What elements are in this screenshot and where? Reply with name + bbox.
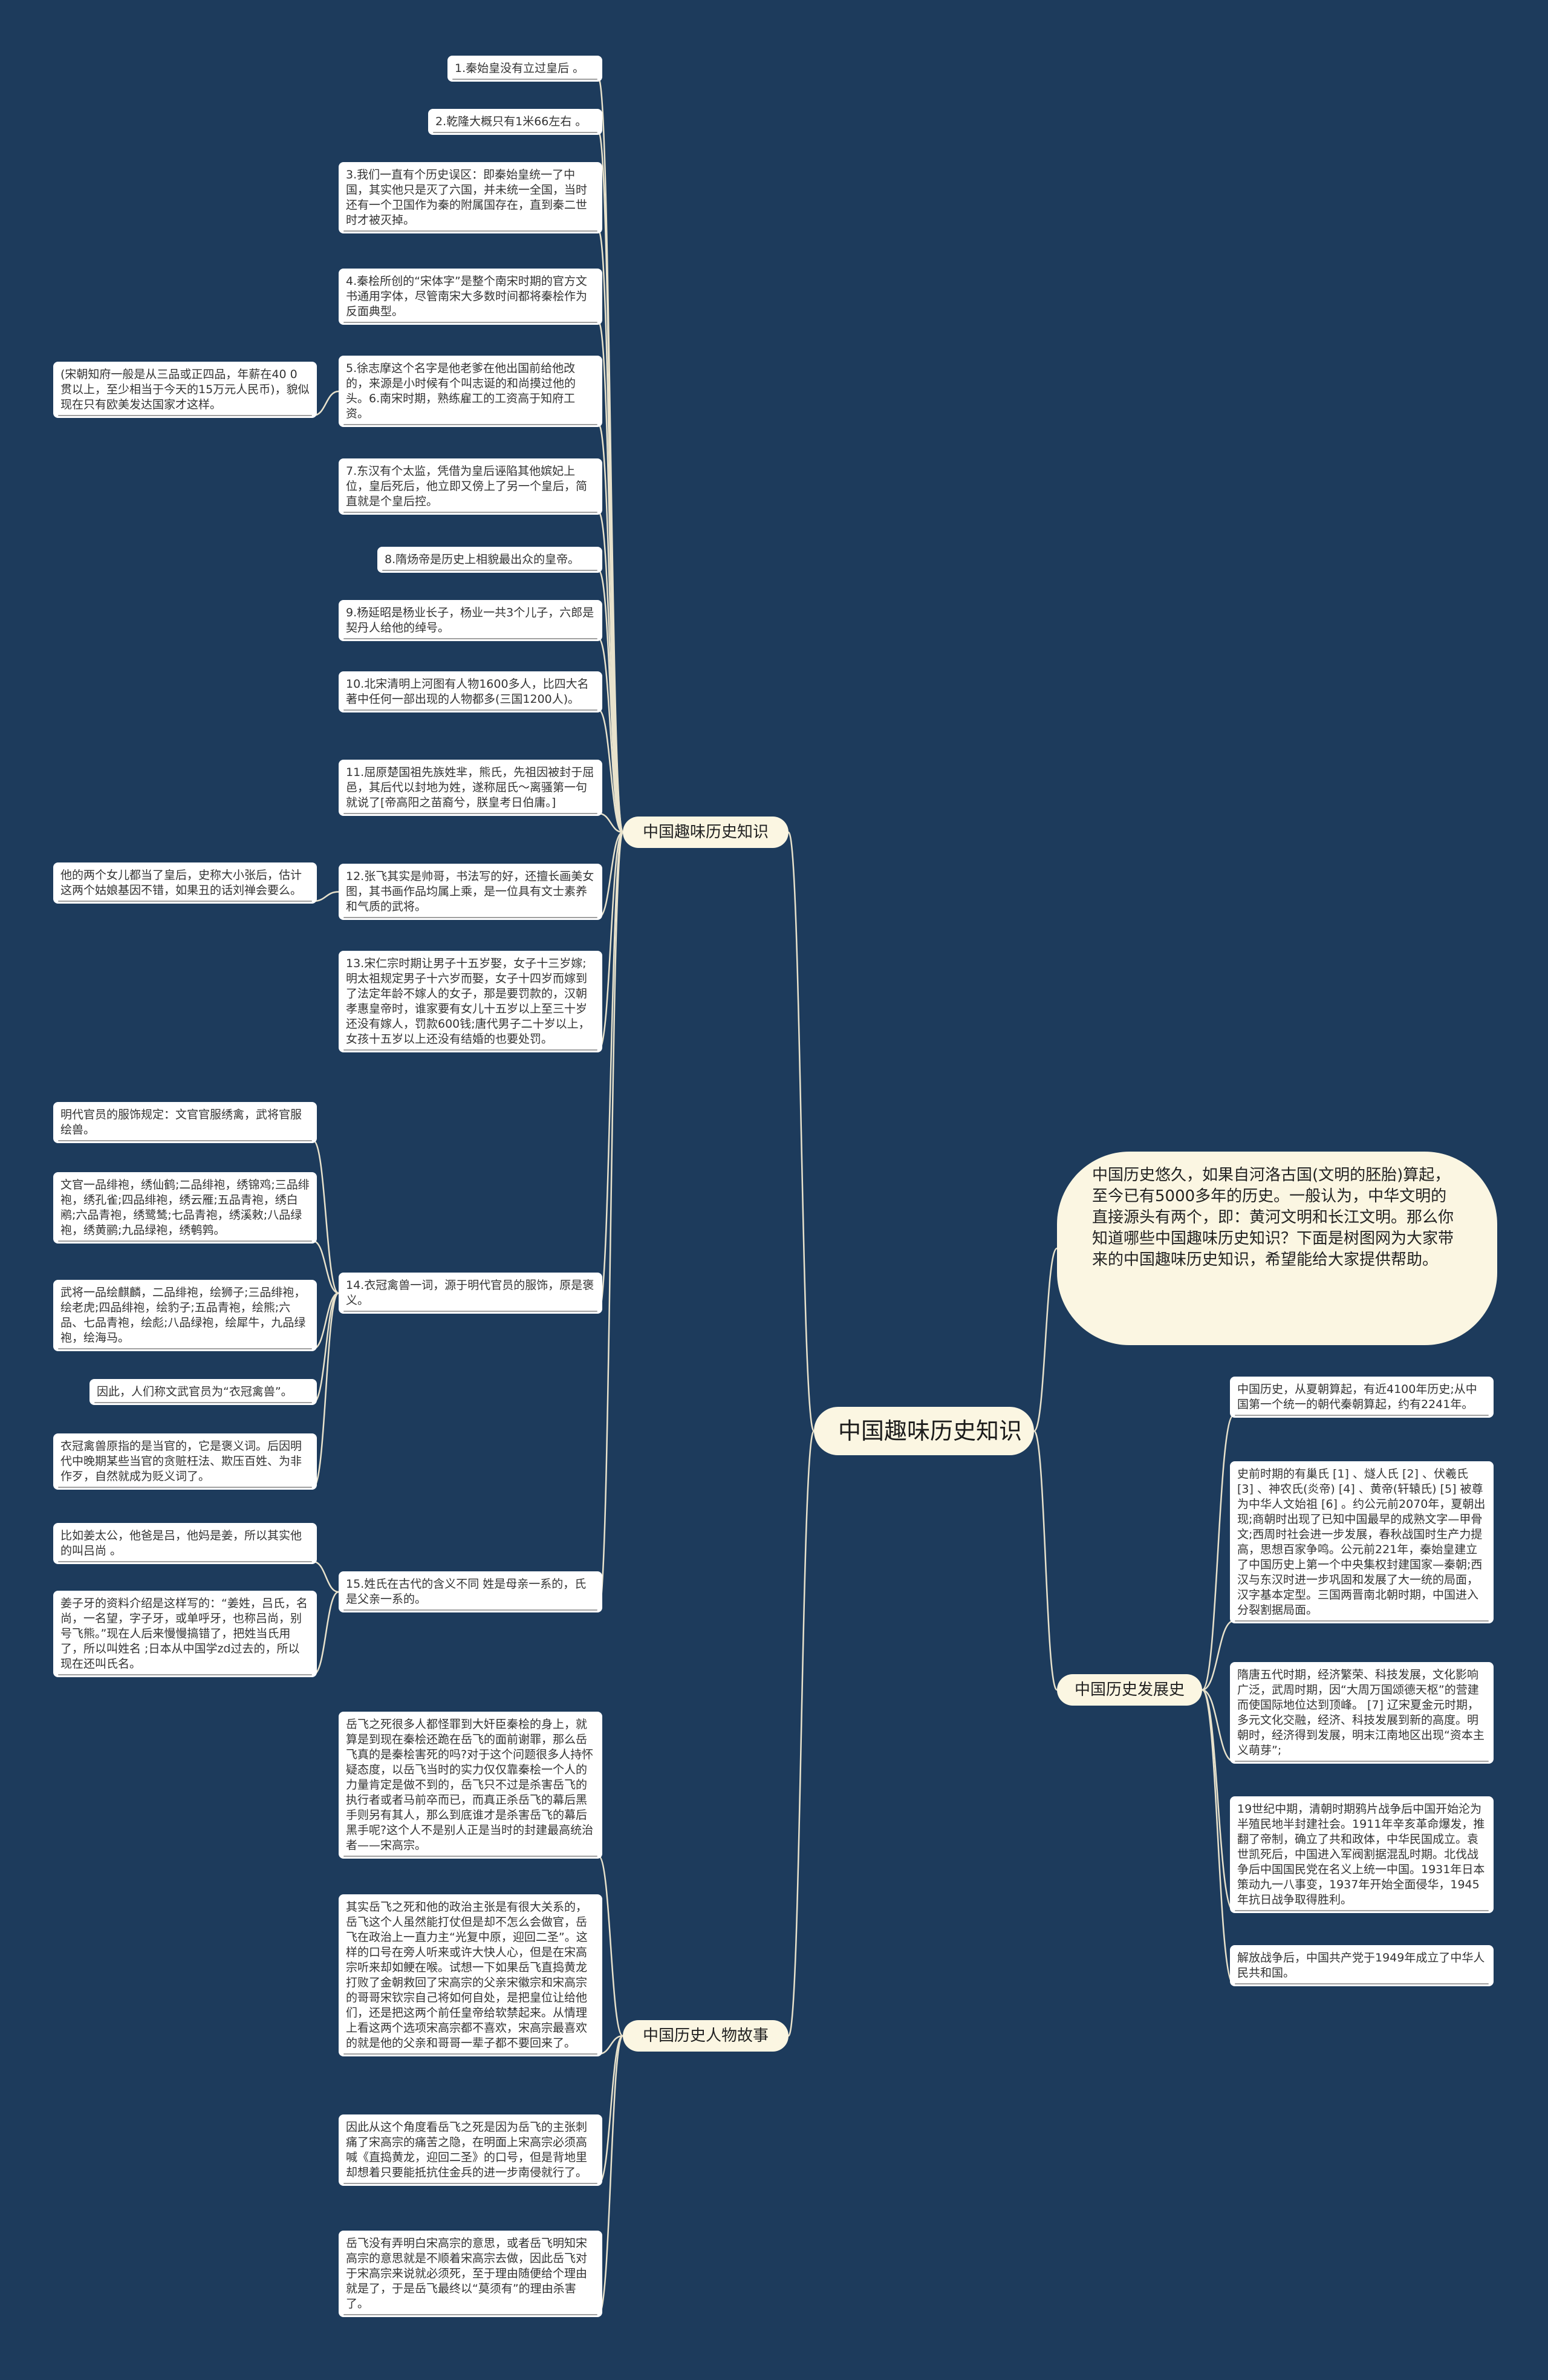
- trivia-item-1[interactable]: 1.秦始皇没有立过皇后 。: [447, 56, 602, 82]
- trivia-item-15[interactable]: 15.姓氏在古代的含义不同 姓是母亲一系的，氏是父亲一系的。: [339, 1571, 602, 1612]
- development-item-3[interactable]: 隋唐五代时期，经济繁荣、科技发展，文化影响广泛，武周时期，因“大周万国颂德天枢”…: [1230, 1662, 1494, 1764]
- development-item-4[interactable]: 19世纪中期，清朝时期鸦片战争后中国开始沦为半殖民地半封建社会。1911年辛亥革…: [1230, 1796, 1494, 1913]
- note14-connector-5: [312, 1292, 340, 1488]
- story-connector-3: [598, 2035, 623, 2185]
- trivia-item-3[interactable]: 3.我们一直有个历史误区：即秦始皇统一了中国，其实他只是灭了六国，并未统一全国，…: [339, 162, 602, 233]
- branch-development[interactable]: 中国历史发展史: [1057, 1674, 1202, 1706]
- trivia-item-14[interactable]: 14.衣冠禽兽一词，源于明代官员的服饰，原是褒义。: [339, 1273, 602, 1314]
- story-connector-4: [597, 2035, 624, 2316]
- development-connector-2: [1202, 1620, 1234, 1691]
- branch-stories[interactable]: 中国历史人物故事: [623, 2020, 789, 2052]
- trivia-item-9[interactable]: 9.杨延昭是杨业长子，杨业一共3个儿子，六郎是契丹人给他的绰号。: [339, 600, 602, 641]
- trivia-item-12[interactable]: 12.张飞其实是帅哥，书法写的好，还擅长画美女图，其书画作品均属上乘，是一位具有…: [339, 864, 602, 920]
- development-connector-1: [1201, 1414, 1235, 1691]
- trivia-connector-10: [598, 812, 623, 833]
- trivia-note-jiang-example[interactable]: 比如姜太公，他爸是吕，他妈是姜，所以其实他的叫吕尚 。: [53, 1523, 317, 1564]
- trivia-item-11[interactable]: 11.屈原楚国祖先族姓芈，熊氏，先祖因被封于屈邑，其后代以封地为姓，遂称屈氏～离…: [339, 760, 602, 816]
- branch-trivia[interactable]: 中国趣味历史知识: [623, 817, 789, 848]
- development-item-1[interactable]: 中国历史，从夏朝算起，有近4100年历史;从中国第一个统一的朝代秦朝算起，约有2…: [1230, 1377, 1494, 1418]
- trivia-connector-12: [597, 831, 624, 1051]
- root-connector-4: [1033, 1247, 1058, 1432]
- trivia-item-8[interactable]: 8.隋炀帝是历史上相貌最出众的皇帝。: [377, 547, 602, 573]
- trivia-connector-13: [597, 831, 624, 1312]
- trivia-item-2[interactable]: 2.乾隆大概只有1米66左右 。: [428, 109, 602, 135]
- root-connector-2: [787, 1430, 815, 2037]
- trivia-item-4[interactable]: 4.秦桧所创的“宋体字”是整个南宋时期的官方文书通用字体，尽管南宋大多数时间都将…: [339, 269, 602, 325]
- trivia-item-5[interactable]: 5.徐志摩这个名字是他老爹在他出国前给他改的，来源是小时候有个叫志诞的和尚摸过他…: [339, 356, 602, 427]
- story-item-2[interactable]: 其实岳飞之死和他的政治主张是有很大关系的，岳飞这个人虽然能打仗但是却不怎么会做官…: [339, 1894, 602, 2056]
- note12-connector-1: [313, 891, 339, 902]
- trivia-connector-14: [597, 831, 624, 1611]
- story-connector-1: [597, 1855, 624, 2037]
- trivia-note-military-ranks[interactable]: 武将一品绘麒麟，二品绯袍，绘狮子;三品绯袍，绘老虎;四品绯袍，绘豹子;五品青袍，…: [53, 1280, 317, 1351]
- development-connector-4: [1202, 1689, 1234, 1912]
- trivia-note-idiom-origin[interactable]: 因此，人们称文武官员为“衣冠禽兽”。: [89, 1379, 317, 1405]
- root-topic[interactable]: 中国趣味历史知识: [814, 1407, 1034, 1455]
- trivia-connector-8: [597, 637, 624, 833]
- trivia-connector-11: [598, 831, 623, 919]
- development-connector-3: [1202, 1689, 1234, 1762]
- story-item-4[interactable]: 岳飞没有弄明白宋高宗的意思，或者岳飞明知宋高宗的意思就是不顺着宋高宗去做，因此岳…: [339, 2231, 602, 2317]
- intro-summary[interactable]: 中国历史悠久，如果自河洛古国(文明的胚胎)算起，至今已有5000多年的历史。一般…: [1057, 1152, 1497, 1345]
- development-item-5[interactable]: 解放战争后，中国共产党于1949年成立了中华人民共和国。: [1230, 1945, 1494, 1986]
- story-item-1[interactable]: 岳飞之死很多人都怪罪到大奸臣秦桧的身上，就算是到现在秦桧还跪在岳飞的面前谢罪，那…: [339, 1712, 602, 1859]
- note14-connector-3: [313, 1292, 339, 1350]
- development-item-2[interactable]: 史前时期的有巢氏 [1] 、燧人氏 [2] 、伏羲氏 [3] 、神农氏(炎帝) …: [1230, 1461, 1494, 1623]
- note14-connector-2: [313, 1240, 339, 1294]
- trivia-note-civil-ranks[interactable]: 文官一品绯袍，绣仙鹤;二品绯袍，绣锦鸡;三品绯袍，绣孔雀;四品绯袍，绣云雁;五品…: [53, 1172, 317, 1244]
- note14-connector-1: [313, 1139, 339, 1294]
- root-connector-1: [787, 831, 815, 1432]
- root-connector-3: [1033, 1430, 1058, 1691]
- story-item-3[interactable]: 因此从这个角度看岳飞之死是因为岳飞的主张刺痛了宋高宗的痛苦之隐，在明面上宋高宗必…: [339, 2114, 602, 2186]
- trivia-note-attire-rule[interactable]: 明代官员的服饰规定：文官官服绣禽，武将官服绘兽。: [53, 1102, 317, 1143]
- note15-connector-2: [313, 1591, 339, 1676]
- trivia-note-daughters[interactable]: 他的两个女儿都当了皇后，史称大小张后，估计这两个姑娘基因不错，如果丑的话刘禅会要…: [53, 862, 317, 904]
- trivia-item-10[interactable]: 10.北宋清明上河图有人物1600多人，比四大名著中任何一部出现的人物都多(三国…: [339, 671, 602, 712]
- trivia-note-idiom-meaning[interactable]: 衣冠禽兽原指的是当官的，它是褒义词。后因明代中晚期某些当官的贪赃枉法、欺压百姓、…: [53, 1433, 317, 1490]
- note15-connector-1: [313, 1560, 339, 1593]
- trivia-connector-9: [598, 709, 623, 833]
- trivia-item-13[interactable]: 13.宋仁宗时期让男子十五岁娶，女子十三岁嫁;明太祖规定男子十六岁而娶，女子十四…: [339, 951, 602, 1052]
- development-connector-5: [1201, 1689, 1235, 1985]
- trivia-item-7[interactable]: 7.东汉有个太监，凭借为皇后诬陷其他嫔妃上位，皇后死后，他立即又傍上了另一个皇后…: [339, 458, 602, 515]
- trivia-note-salary[interactable]: (宋朝知府一般是从三品或正四品，年薪在40 0 贯以上，至少相当于今天的15万元…: [53, 362, 317, 418]
- note14-connector-4: [313, 1292, 339, 1404]
- note5-connector-1: [313, 390, 339, 417]
- trivia-note-jiang-ziya[interactable]: 姜子牙的资料介绍是这样写的：“姜姓，吕氏，名尚，一名望，字子牙，或单呼牙，也称吕…: [53, 1591, 317, 1677]
